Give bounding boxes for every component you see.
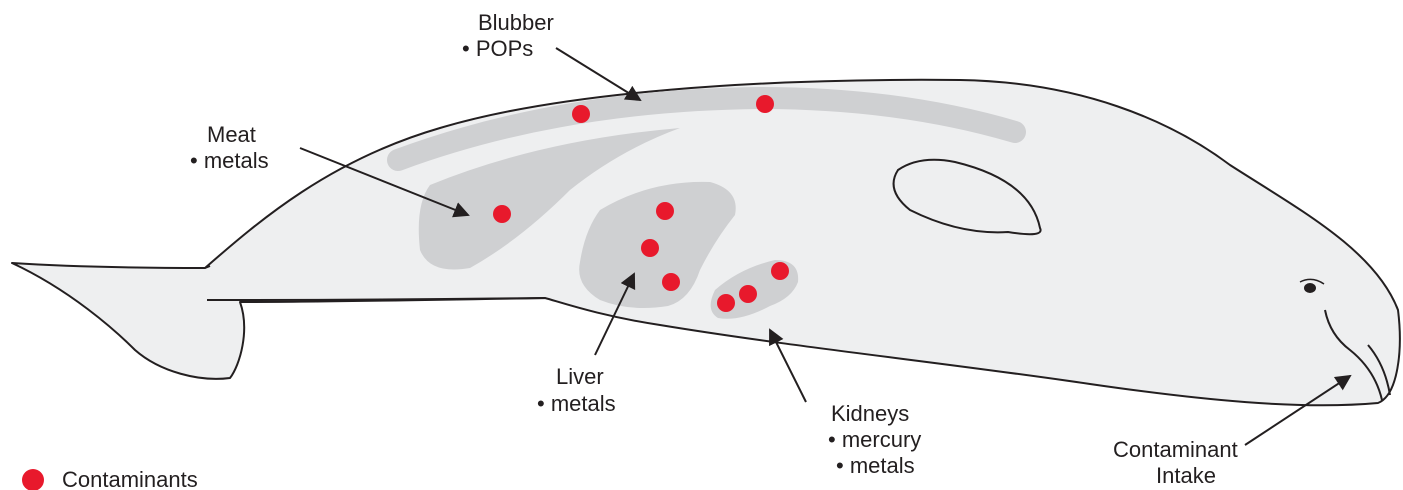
contaminant-dot — [656, 202, 674, 220]
intake-line1: Contaminant — [1113, 437, 1238, 462]
contaminant-dot — [739, 285, 757, 303]
legend: Contaminants — [22, 467, 198, 490]
contaminant-dot — [493, 205, 511, 223]
meat-item: • metals — [190, 148, 269, 173]
kidneys-label: Kidneys • mercury • metals — [828, 401, 921, 478]
liver-title: Liver — [556, 364, 604, 389]
kidneys-item-metals: • metals — [836, 453, 915, 478]
contaminant-dot — [641, 239, 659, 257]
contaminant-dot — [717, 294, 735, 312]
contaminant-dot — [572, 105, 590, 123]
legend-contaminant-dot — [22, 469, 44, 490]
liver-label: Liver • metals — [537, 364, 616, 416]
blubber-item: • POPs — [462, 36, 533, 61]
blubber-label: Blubber • POPs — [462, 10, 554, 61]
kidneys-item-mercury: • mercury — [828, 427, 921, 452]
meat-label: Meat • metals — [190, 122, 269, 173]
liver-item: • metals — [537, 391, 616, 416]
intake-label: Contaminant Intake — [1113, 437, 1238, 488]
contaminant-dot — [756, 95, 774, 113]
kidneys-title: Kidneys — [831, 401, 909, 426]
intake-line2: Intake — [1156, 463, 1216, 488]
contaminant-dot — [771, 262, 789, 280]
blubber-title: Blubber — [478, 10, 554, 35]
meat-title: Meat — [207, 122, 256, 147]
contaminant-dot — [662, 273, 680, 291]
legend-label: Contaminants — [62, 467, 198, 490]
blubber-arrow — [556, 48, 640, 100]
